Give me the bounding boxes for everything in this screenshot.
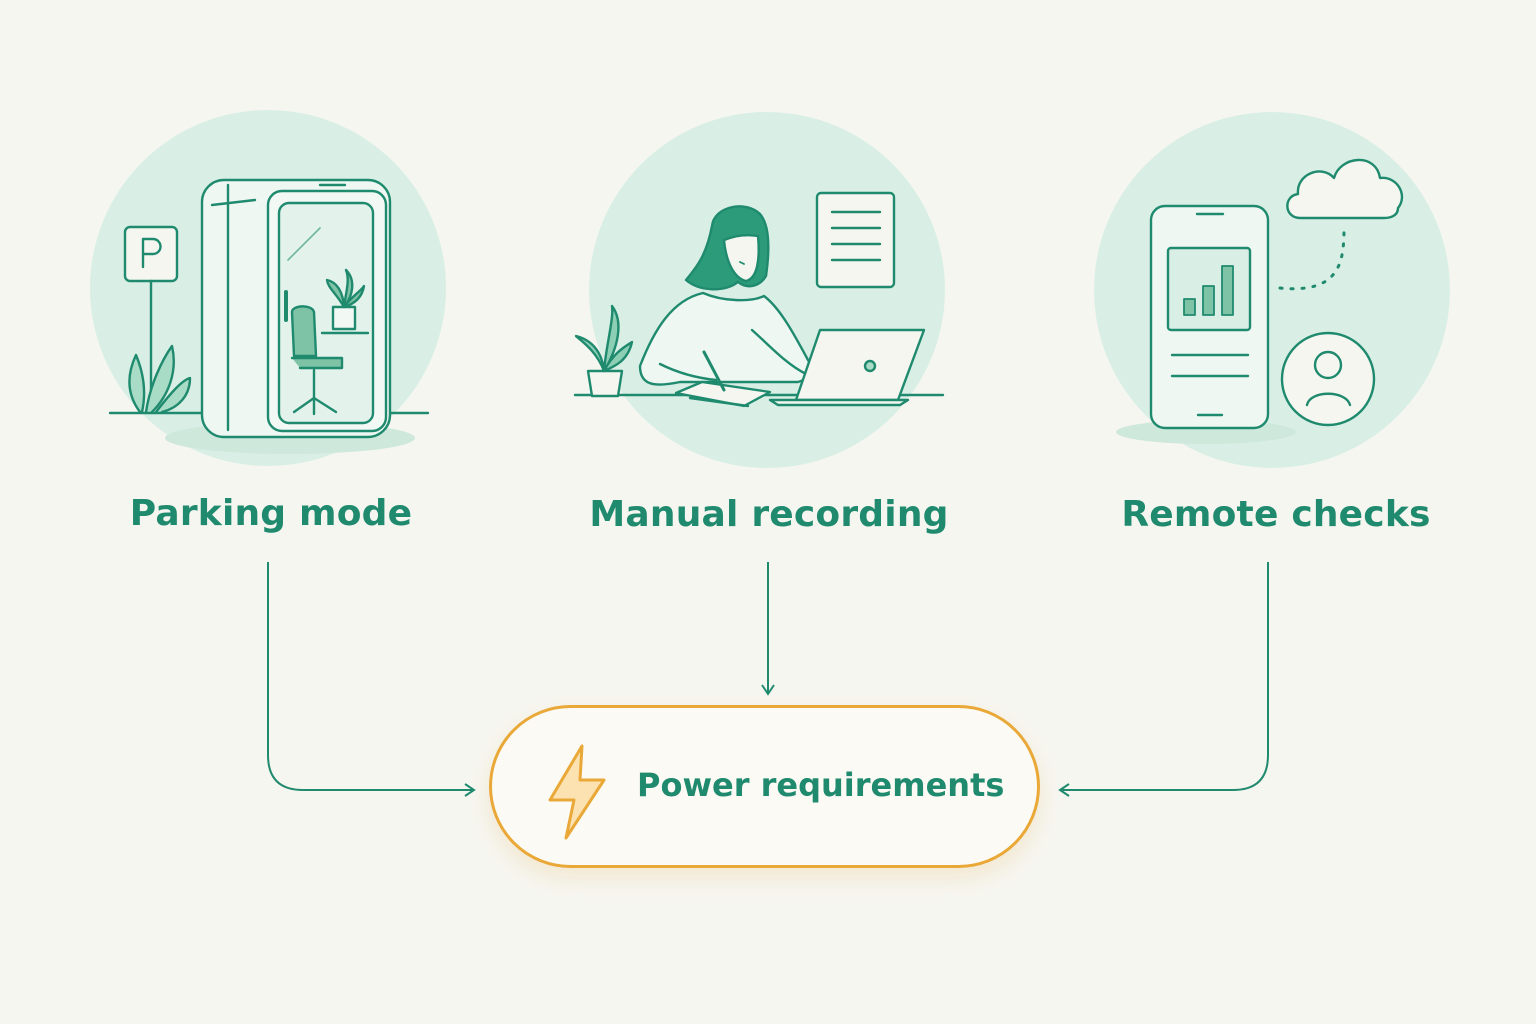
parking-booth-icon — [90, 110, 446, 466]
arrow-parking-to-power — [267, 562, 476, 797]
remote-checks-label: Remote checks — [1121, 494, 1431, 535]
power-requirements-node: Power requirements — [489, 705, 1040, 868]
parking-mode-label: Parking mode — [129, 493, 413, 534]
arrow-remote-to-power — [1058, 562, 1269, 797]
connector-arrows — [267, 562, 1269, 797]
manual-recording-label: Manual recording — [589, 494, 949, 535]
phone-cloud-user-icon — [1094, 112, 1450, 468]
person-writing-at-laptop-icon — [573, 112, 945, 468]
lightning-bolt-icon — [548, 744, 606, 840]
power-requirements-label: Power requirements — [637, 766, 1005, 804]
